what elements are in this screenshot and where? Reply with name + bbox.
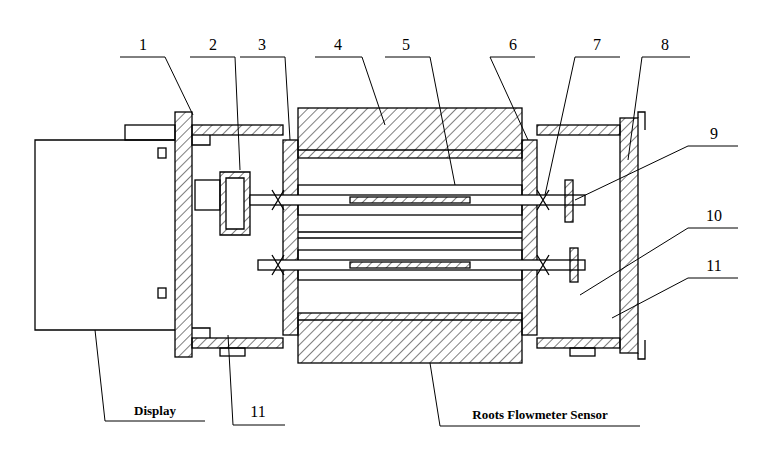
rear-plate <box>522 140 537 335</box>
housing-wall <box>537 338 620 348</box>
callout-number: 7 <box>593 37 601 53</box>
meter-body <box>298 108 522 158</box>
callout-number: 5 <box>402 37 410 53</box>
leader-lines <box>95 57 738 426</box>
callout-number: 11 <box>250 404 265 420</box>
display-lug <box>158 288 166 298</box>
callout-number: 4 <box>334 37 342 53</box>
part-label: Display <box>134 404 176 417</box>
sync-gear <box>570 248 578 282</box>
rotor-line <box>298 231 522 232</box>
housing-step <box>192 135 210 338</box>
front-plate <box>283 140 298 335</box>
callout-number: 8 <box>661 37 669 53</box>
housing-foot <box>220 348 245 356</box>
housing-wall <box>192 125 283 135</box>
display-box <box>35 140 175 330</box>
callout-number: 6 <box>509 37 517 53</box>
sync-gear <box>565 180 573 222</box>
upper-shaft <box>250 195 585 205</box>
coupling-inner <box>226 178 244 229</box>
magnetic-coupling <box>220 172 250 235</box>
callout-number: 9 <box>710 126 718 142</box>
display-lug <box>158 148 166 158</box>
housing-wall <box>537 125 620 135</box>
callout-number: 3 <box>258 37 266 53</box>
shaft-core <box>350 197 470 203</box>
bearing <box>537 190 549 275</box>
shaft-core <box>350 262 470 268</box>
lower-shaft <box>258 260 585 270</box>
callout-number: 2 <box>209 37 217 53</box>
body-line <box>298 149 522 150</box>
body-line <box>298 319 522 320</box>
rotor-line <box>298 237 522 238</box>
cover-flange <box>638 112 645 359</box>
housing-foot <box>570 348 595 356</box>
front-flange <box>175 112 192 357</box>
meter-body <box>298 313 522 363</box>
callout-number: 10 <box>706 208 722 224</box>
bearing <box>272 190 284 275</box>
callout-number: 1 <box>139 37 147 53</box>
housing-wall <box>192 338 283 348</box>
part-label: Roots Flowmeter Sensor <box>472 408 608 421</box>
display-shaft <box>195 180 220 210</box>
callout-number: 11 <box>706 258 721 274</box>
display-top <box>125 125 175 140</box>
